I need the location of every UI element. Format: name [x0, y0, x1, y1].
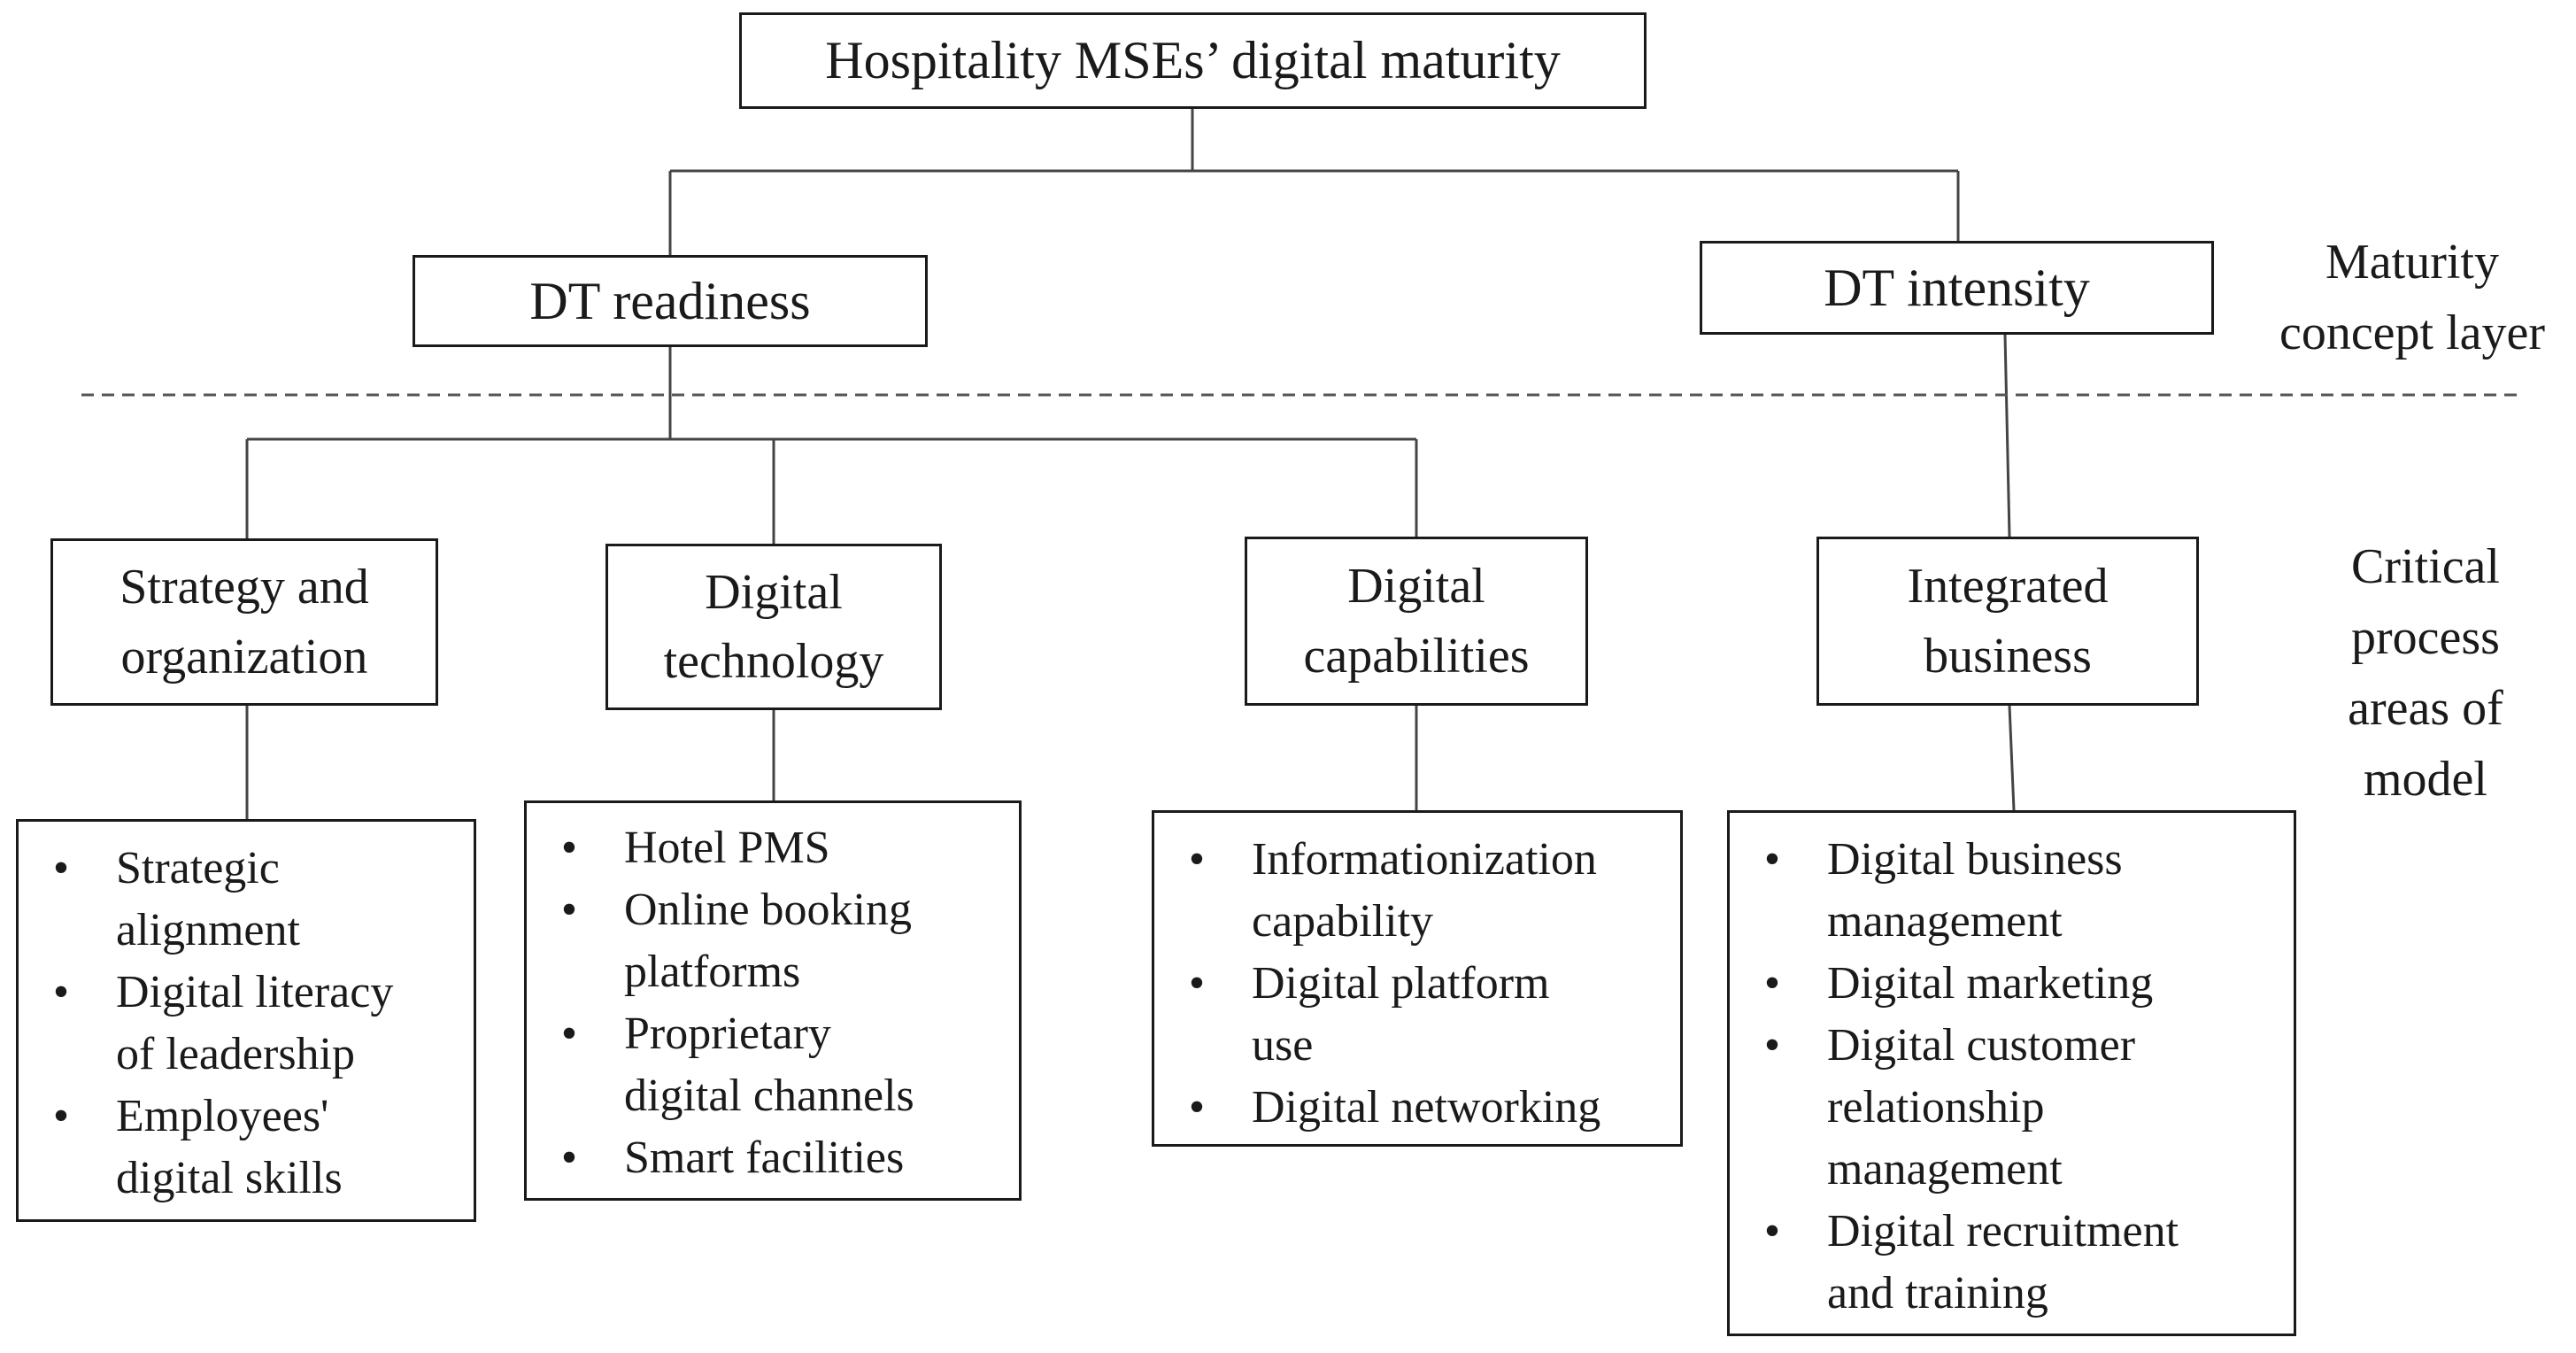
connector-business-list — [2008, 705, 2016, 811]
list-item-line: platforms — [624, 947, 801, 997]
digital-technology-box: Digital technology — [605, 544, 942, 710]
strategy-organization-list: • Strategic alignment • Digital literacy… — [16, 819, 476, 1222]
list-item: • Hotel PMS — [527, 817, 1019, 879]
list-item: • Digital platform use — [1154, 953, 1680, 1077]
list-item-line: Digital customer — [1827, 1020, 2136, 1071]
digital-capabilities-box: Digital capabilities — [1245, 537, 1588, 706]
list-item: • Smart facilities — [527, 1127, 1019, 1189]
list-item-line: capability — [1252, 896, 1434, 947]
bullet-icon: • — [560, 885, 578, 935]
area-title-line: capabilities — [1303, 628, 1530, 684]
list-item: • Digital recruitment and training — [1730, 1201, 2294, 1325]
layer-label-line: process — [2351, 610, 2500, 666]
list-item: • Online booking platforms — [527, 879, 1019, 1003]
list-item-line: Proprietary — [624, 1009, 831, 1059]
dt-intensity-box: DT intensity — [1700, 241, 2214, 335]
list-item-line: Digital recruitment — [1827, 1206, 2179, 1256]
list-item: • Digital marketing — [1730, 953, 2294, 1015]
list-item: • Informationization capability — [1154, 829, 1680, 953]
dt-intensity-label: DT intensity — [1824, 258, 2090, 317]
list-item-line: alignment — [116, 905, 300, 955]
bullet-icon: • — [1763, 834, 1781, 885]
critical-process-layer-label: Critical process areas of model — [2284, 531, 2567, 815]
layer-label-line: Maturity — [2325, 235, 2499, 290]
list-item-line: Strategic — [116, 843, 280, 893]
list-item-line: Digital business — [1827, 834, 2123, 885]
digital-capabilities-list: • Informationization capability • Digita… — [1152, 810, 1683, 1147]
list-item-line: Smart facilities — [624, 1133, 905, 1183]
list-item-line: of leadership — [116, 1029, 356, 1079]
bullet-icon: • — [560, 1009, 578, 1059]
dt-readiness-box: DT readiness — [413, 255, 928, 347]
list-item: • Digital customer relationship manageme… — [1730, 1015, 2294, 1201]
list-item-line: management — [1827, 896, 2063, 947]
root-label: Hospitality MSEs’ digital maturity — [825, 31, 1561, 89]
strategy-organization-box: Strategy and organization — [50, 538, 438, 706]
area-title-line: Digital — [1347, 559, 1485, 615]
list-item: • Employees' digital skills — [19, 1086, 474, 1210]
integrated-business-list: • Digital business management • Digital … — [1727, 810, 2296, 1336]
list-item-line: Hotel PMS — [624, 823, 830, 873]
list-item-line: relationship — [1827, 1082, 2045, 1133]
list-item-line: use — [1252, 1020, 1314, 1071]
list-item-line: and training — [1827, 1268, 2048, 1318]
area-title-line: Digital — [705, 564, 843, 620]
list-item: • Digital business management — [1730, 829, 2294, 953]
area-title-line: organization — [120, 629, 368, 684]
list-item-line: Digital literacy — [116, 967, 394, 1017]
list-item-line: Digital platform — [1252, 958, 1550, 1009]
bullet-icon: • — [1763, 1020, 1781, 1071]
maturity-concept-layer-label: Maturity concept layer — [2248, 227, 2576, 368]
list-item-line: Digital networking — [1252, 1082, 1601, 1133]
bullet-icon: • — [1188, 834, 1206, 885]
bullet-icon: • — [52, 1091, 70, 1141]
list-item-line: digital skills — [116, 1153, 343, 1203]
layer-label-line: areas of — [2348, 681, 2503, 737]
list-item: • Strategic alignment — [19, 838, 474, 962]
digital-technology-list: • Hotel PMS • Online booking platforms •… — [524, 800, 1022, 1201]
list-item-line: Informationization — [1252, 834, 1597, 885]
connector-intensity-stem — [2003, 334, 2011, 537]
layer-label-line: Critical — [2351, 539, 2500, 594]
dt-readiness-label: DT readiness — [529, 271, 811, 330]
bullet-icon: • — [560, 1133, 578, 1183]
list-item-line: digital channels — [624, 1071, 914, 1121]
list-item-line: management — [1827, 1144, 2063, 1195]
root-box: Hospitality MSEs’ digital maturity — [739, 12, 1647, 109]
list-item-line: Online booking — [624, 885, 912, 935]
layer-label-line: concept layer — [2279, 305, 2546, 361]
area-title-line: Strategy and — [120, 560, 369, 615]
bullet-icon: • — [52, 843, 70, 893]
bullet-icon: • — [1763, 1206, 1781, 1256]
layer-label-line: model — [2364, 752, 2487, 808]
bullet-icon: • — [1763, 958, 1781, 1009]
bullet-icon: • — [1188, 1082, 1206, 1133]
list-item-line: Employees' — [116, 1091, 329, 1141]
area-title-line: Integrated — [1907, 559, 2109, 615]
area-title-line: business — [1924, 628, 2092, 684]
bullet-icon: • — [1188, 958, 1206, 1009]
bullet-icon: • — [52, 967, 70, 1017]
bullet-icon: • — [560, 823, 578, 873]
area-title-line: technology — [663, 634, 884, 689]
list-item-line: Digital marketing — [1827, 958, 2154, 1009]
list-item: • Digital literacy of leadership — [19, 962, 474, 1086]
list-item: • Digital networking — [1154, 1077, 1680, 1139]
integrated-business-box: Integrated business — [1816, 537, 2199, 706]
list-item: • Proprietary digital channels — [527, 1003, 1019, 1127]
